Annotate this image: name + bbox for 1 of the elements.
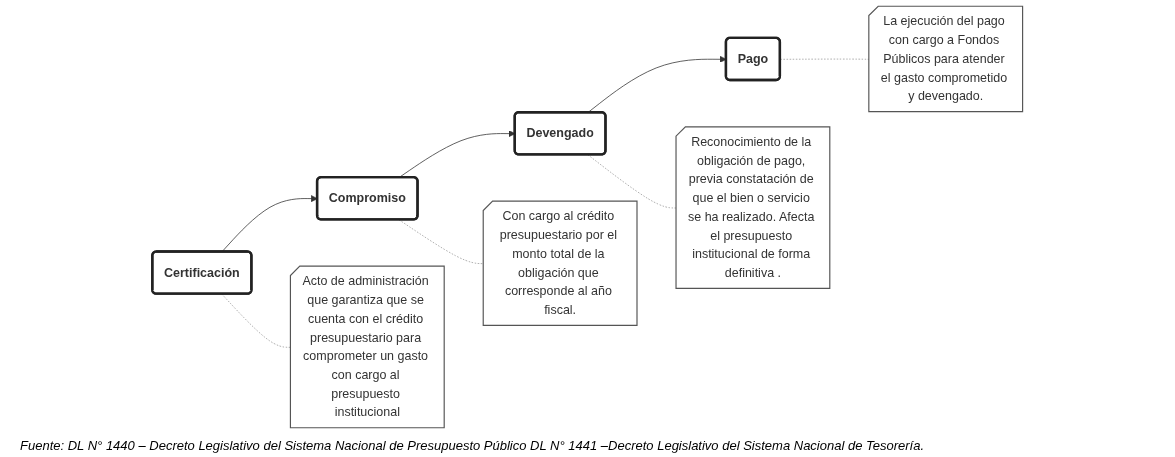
- source-caption: Fuente: DL N° 1440 – Decreto Legislativo del Sistema Nacional de Presupuesto Público DL N° 1441 –Decreto Legislativo del Sistema Nacional de Tesorería.: [19, 437, 926, 455]
